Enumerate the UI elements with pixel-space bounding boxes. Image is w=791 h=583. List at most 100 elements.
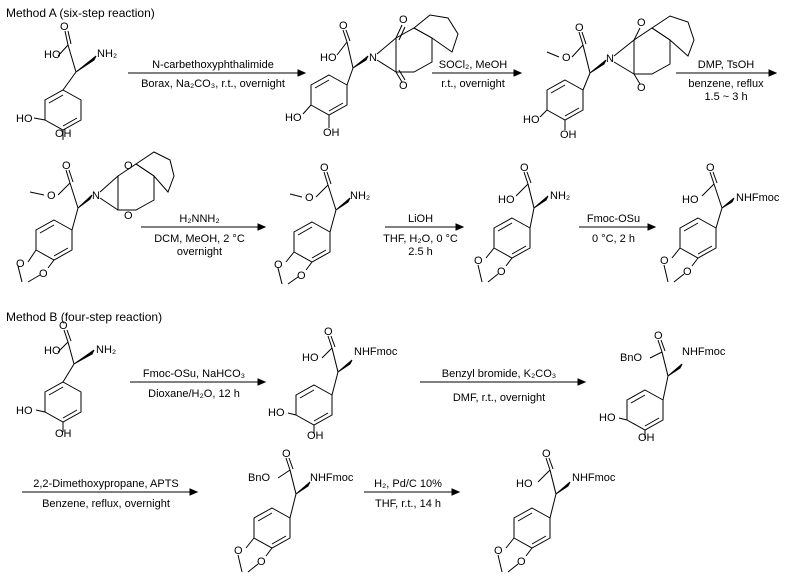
atom-nhfmoc: NHFmoc	[682, 346, 726, 358]
atom-o: O	[683, 266, 692, 278]
atom-o: O	[257, 556, 266, 568]
step-a1-reagent: N-carbethoxyphthalimide	[152, 59, 274, 71]
atom-nh2: NH₂	[350, 190, 371, 202]
molecule-acetonide-phth-ester	[17, 151, 175, 283]
atom-oh: OH	[55, 428, 72, 440]
atom-ho: HO	[16, 113, 33, 125]
atom-o: O	[47, 190, 56, 202]
atom-nh2: NH₂	[96, 344, 117, 356]
atom-o: O	[297, 270, 306, 282]
atom-o: O	[124, 210, 133, 222]
atom-o: O	[274, 259, 283, 271]
atom-ho: HO	[285, 112, 302, 124]
atom-o: O	[399, 80, 408, 92]
atom-o: O	[575, 22, 584, 34]
atom-o: O	[62, 160, 71, 172]
atom-ho: HO	[498, 194, 515, 206]
step-b1-reagent: Fmoc-OSu, NaHCO₃	[142, 368, 246, 380]
atom-nhfmoc: NHFmoc	[310, 472, 354, 484]
atom-bno: BnO	[620, 352, 643, 364]
step-b4-conditions: THF, r.t., 14 h	[374, 498, 442, 510]
molecule-fmoc-acetonide-bn	[237, 457, 311, 573]
molecule-dopa-a	[33, 30, 97, 140]
atom-ho: HO	[320, 52, 337, 64]
step-a4-conditions: DCM, MeOH, 2 °C	[154, 233, 245, 245]
step-a6-reagent: Fmoc-OSu	[586, 213, 641, 225]
atom-o: O	[706, 162, 715, 174]
step-a3-reagent: DMP, TsOH	[697, 59, 755, 71]
molecule-acetonide-amino-ester	[277, 171, 351, 285]
step-a2-conditions: r.t., overnight	[441, 78, 505, 90]
atom-nhfmoc: NHFmoc	[354, 346, 398, 358]
atom-o: O	[520, 162, 529, 174]
atom-ho: HO	[682, 194, 699, 206]
atom-o: O	[497, 266, 506, 278]
atom-o: O	[654, 330, 663, 342]
atom-bno: BnO	[248, 472, 271, 484]
atom-nhfmoc: NHFmoc	[736, 192, 780, 204]
atom-n: N	[369, 52, 377, 64]
atom-o: O	[637, 82, 646, 94]
atom-oh: OH	[323, 127, 340, 139]
atom-o: O	[16, 258, 25, 270]
atom-o: O	[542, 448, 551, 460]
atom-o: O	[562, 52, 571, 64]
step-a5-conditions: THF, H₂O, 0 °C	[383, 233, 458, 245]
method-a-title: Method A (six-step reaction)	[6, 6, 155, 20]
atom-ho: HO	[44, 345, 61, 357]
atom-o: O	[39, 268, 48, 280]
atom-o: O	[305, 192, 314, 204]
atom-nhfmoc: NHFmoc	[572, 472, 616, 484]
step-b1-conditions: Dioxane/H₂O, 12 h	[148, 388, 240, 400]
molecule-phth-dopa	[302, 14, 459, 128]
step-b2-conditions: DMF, r.t., overnight	[452, 392, 546, 404]
molecule-acetonide-amino-acid	[477, 171, 549, 283]
step-a3-time: 1.5 ~ 3 h	[704, 91, 748, 103]
atom-ho: HO	[523, 114, 540, 126]
molecule-fmoc-acetonide-acid-a	[663, 171, 735, 283]
atom-o: O	[474, 255, 483, 267]
method-b-title: Method B (four-step reaction)	[6, 310, 163, 324]
atom-ho: HO	[16, 405, 33, 417]
atom-o: O	[339, 20, 348, 32]
step-a3-conditions: benzene, reflux	[688, 78, 764, 90]
atom-ho: HO	[302, 352, 319, 364]
atom-o: O	[494, 545, 503, 557]
atom-o: O	[324, 326, 333, 338]
molecule-phth-dopa-ester	[539, 15, 695, 130]
step-a1-conditions: Borax, Na₂CO₃, r.t., overnight	[141, 78, 285, 90]
atom-o: O	[59, 320, 68, 332]
molecule-dopa-b	[35, 329, 95, 432]
atom-o: O	[124, 160, 133, 172]
atom-ho: HO	[44, 49, 61, 61]
step-a4-time: overnight	[176, 246, 223, 258]
atom-oh: OH	[55, 128, 72, 140]
atom-o: O	[660, 255, 669, 267]
atom-o: O	[320, 162, 329, 174]
atom-oh: OH	[638, 432, 655, 444]
atom-oh: OH	[307, 430, 324, 442]
reaction-arrows	[22, 69, 778, 496]
atom-oh: OH	[560, 129, 577, 141]
step-b3-conditions: Benzene, reflux, overnight	[42, 498, 170, 510]
atom-n: N	[92, 190, 100, 202]
step-a5-reagent: LiOH	[407, 213, 434, 225]
atom-o: O	[637, 17, 646, 29]
atom-ho: HO	[599, 412, 616, 424]
step-b3-reagent: 2,2-Dimethoxypropane, APTS	[33, 478, 179, 490]
atom-o: O	[234, 545, 243, 557]
step-b4-reagent: H₂, Pd/C 10%	[374, 478, 442, 490]
step-a2-reagent: SOCl₂, MeOH	[438, 59, 508, 71]
molecule-fmoc-dopa	[287, 335, 353, 434]
atom-n: N	[606, 53, 614, 65]
step-b2-reagent: Benzyl bromide, K₂CO₃	[441, 368, 557, 380]
atom-o: O	[517, 556, 526, 568]
atom-nh2: NH₂	[97, 48, 118, 60]
step-a5-time: 2.5 h	[408, 246, 433, 258]
molecule-fmoc-acetonide-acid-b	[497, 457, 571, 573]
atom-nh2: NH₂	[550, 190, 571, 202]
step-a4-reagent: H₂NNH₂	[179, 213, 220, 225]
atom-o: O	[282, 448, 291, 460]
atom-o: O	[60, 21, 69, 33]
step-a6-conditions: 0 °C, 2 h	[592, 233, 635, 245]
